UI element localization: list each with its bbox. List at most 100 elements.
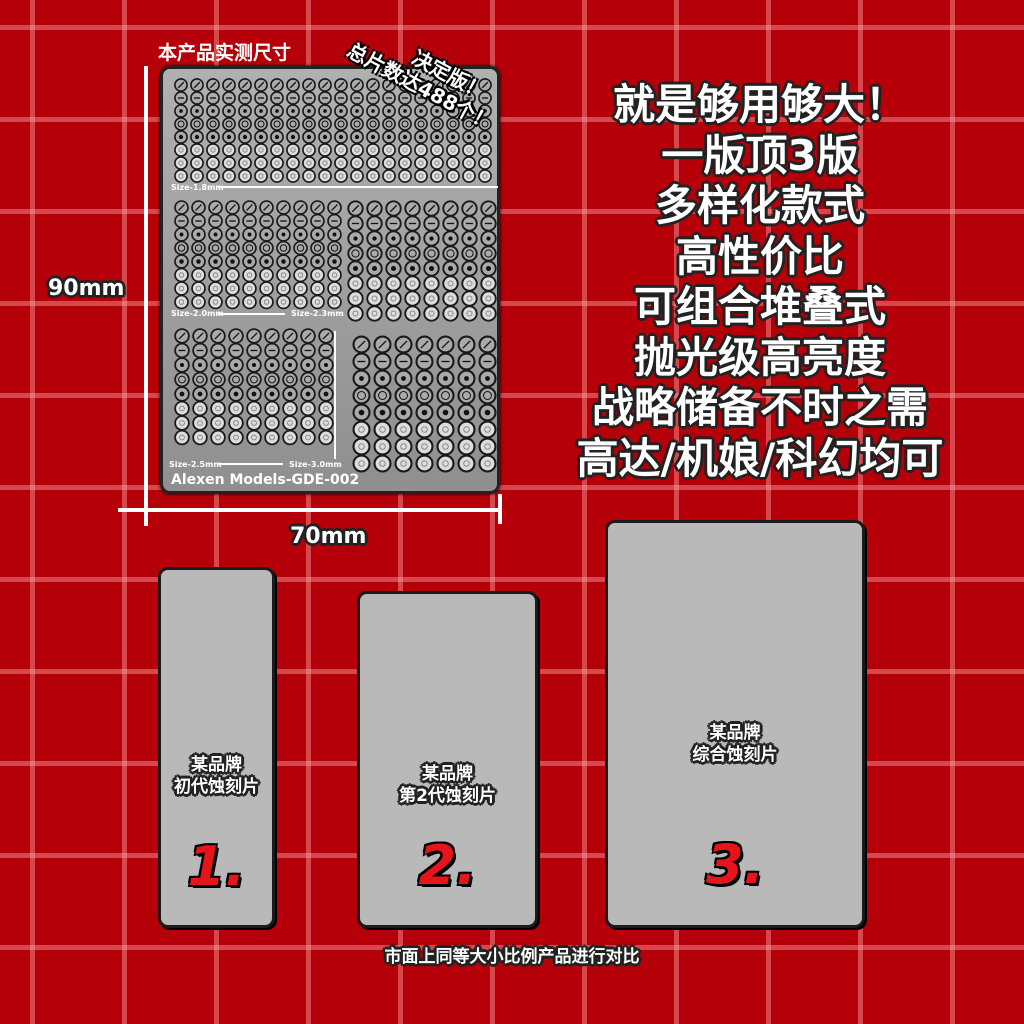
size-label: Size-2.0mm xyxy=(171,309,224,318)
screw-head xyxy=(347,275,364,292)
width-dimension-tick xyxy=(498,494,502,524)
screw-head xyxy=(423,275,440,292)
screw-head xyxy=(222,117,236,131)
screw-head xyxy=(238,143,252,157)
screw-head xyxy=(246,400,262,417)
screw-head xyxy=(210,371,226,388)
height-dimension-line xyxy=(144,66,148,526)
screw-head xyxy=(461,290,478,307)
screw-head xyxy=(228,429,244,446)
screw-head xyxy=(282,429,298,446)
size-label: Size-1.8mm xyxy=(171,183,224,192)
screw-head xyxy=(318,169,332,183)
screw-head xyxy=(206,117,220,131)
screw-head xyxy=(174,429,190,446)
card-brand: 某品牌 xyxy=(709,723,761,743)
screw-head xyxy=(350,117,364,131)
screw-head xyxy=(286,117,300,131)
screw-head xyxy=(174,281,189,296)
screw-head xyxy=(373,437,392,456)
screw-head xyxy=(373,420,392,439)
screw-head xyxy=(442,245,459,262)
screw-head xyxy=(334,169,348,183)
screw-head xyxy=(300,400,316,417)
screw-head xyxy=(457,454,476,473)
screw-head xyxy=(373,386,392,405)
screw-head xyxy=(246,371,262,388)
screw-head xyxy=(385,305,402,322)
screw-head xyxy=(208,240,223,256)
screw-head xyxy=(385,245,402,262)
screw-head xyxy=(366,305,383,322)
comparison-card-3: 某品牌 综合蚀刻片 3. xyxy=(605,520,865,928)
screw-head xyxy=(208,267,223,283)
screw-head xyxy=(423,245,440,262)
screw-head xyxy=(190,156,204,170)
screw-head xyxy=(286,156,300,170)
screw-head xyxy=(415,386,434,405)
screw-head xyxy=(318,143,332,157)
screw-head xyxy=(327,294,342,310)
screw-head xyxy=(366,156,380,170)
feature-line: 高达/机娘/科幻均可 xyxy=(576,433,944,483)
screw-head xyxy=(352,420,371,439)
screw-head xyxy=(478,386,497,405)
screw-head xyxy=(478,169,492,183)
screw-head xyxy=(385,290,402,307)
screw-head xyxy=(190,169,204,183)
size-label: Size-3.0mm xyxy=(289,460,342,469)
screw-head xyxy=(210,415,226,431)
screw-head xyxy=(394,420,413,439)
screw-head xyxy=(461,245,478,262)
screw-head xyxy=(276,294,291,310)
screw-head xyxy=(394,454,413,473)
screw-head xyxy=(446,169,460,183)
screw-head xyxy=(414,169,428,183)
screw-head xyxy=(398,117,412,131)
screw-head xyxy=(242,281,257,296)
screw-head xyxy=(442,290,459,307)
screw-head xyxy=(327,281,342,296)
card-name: 初代蚀刻片 xyxy=(174,777,259,797)
screw-head xyxy=(264,429,280,446)
screw-head xyxy=(415,437,434,456)
screw-head xyxy=(478,156,492,170)
screw-head xyxy=(414,117,428,131)
card-number: 2. xyxy=(418,834,477,897)
screw-head xyxy=(423,305,440,322)
screw-head xyxy=(327,267,342,283)
screw-head xyxy=(457,437,476,456)
screw-head xyxy=(366,143,380,157)
screw-head xyxy=(225,240,240,256)
screw-head xyxy=(222,169,236,183)
screw-head xyxy=(334,143,348,157)
screw-head xyxy=(286,143,300,157)
screw-head xyxy=(352,437,371,456)
screw-head xyxy=(270,117,284,131)
screw-head xyxy=(264,415,280,431)
card-brand: 某品牌 xyxy=(191,755,242,775)
screw-head xyxy=(259,294,274,310)
screw-head xyxy=(478,117,492,131)
screw-head xyxy=(478,143,492,157)
screw-head xyxy=(208,294,223,310)
screw-head xyxy=(310,281,325,296)
screw-head xyxy=(366,169,380,183)
screw-head xyxy=(414,143,428,157)
screw-head xyxy=(373,454,392,473)
screw-head xyxy=(174,240,189,256)
screw-head xyxy=(293,294,308,310)
screw-head xyxy=(318,400,334,417)
screw-head xyxy=(404,290,421,307)
card-name: 第2代蚀刻片 xyxy=(399,786,496,806)
feature-line: 一版顶3版 xyxy=(661,130,859,180)
screw-head xyxy=(415,420,434,439)
screw-head xyxy=(350,156,364,170)
screw-head xyxy=(302,117,316,131)
screw-head xyxy=(318,371,334,388)
screw-head xyxy=(366,290,383,307)
size-label: Size-2.5mm xyxy=(169,460,222,469)
screw-head xyxy=(300,415,316,431)
screw-head xyxy=(238,117,252,131)
screw-head xyxy=(318,156,332,170)
